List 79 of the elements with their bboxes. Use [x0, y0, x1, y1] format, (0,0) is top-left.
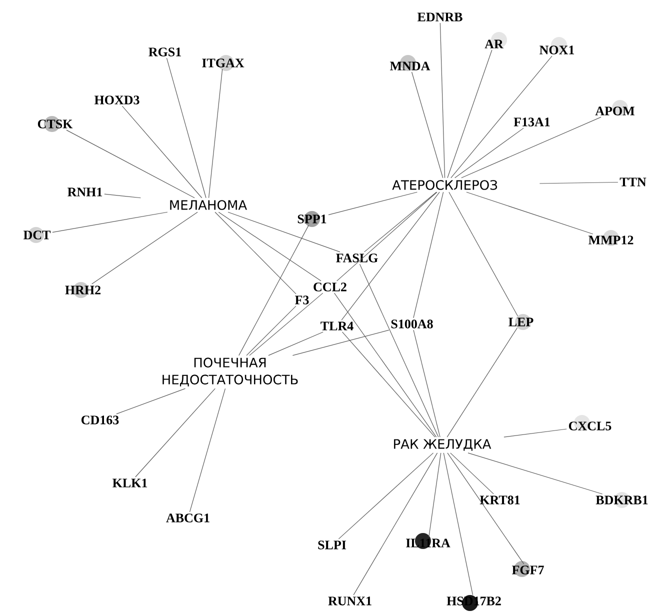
- gene-label: F3: [295, 296, 309, 304]
- connector-line: [135, 388, 216, 478]
- connector-line: [122, 106, 202, 198]
- gene-label: LEP: [508, 314, 534, 330]
- connector-line: [342, 332, 436, 438]
- disease-label: АТЕРОСКЛЕРОЗ: [392, 180, 498, 190]
- gene-label: EDNRB: [417, 12, 462, 22]
- gene-label: APOM: [595, 100, 634, 116]
- connector-line: [468, 452, 603, 494]
- connector-line: [249, 292, 324, 356]
- connector-line: [328, 192, 418, 216]
- gene-label: AR: [484, 32, 507, 48]
- gene-label: KLK1: [112, 478, 148, 488]
- gene-label: NOX1: [540, 37, 574, 54]
- gene-label: TLR4: [320, 322, 354, 330]
- connector-line: [228, 212, 340, 252]
- gene-label: ITGAX: [202, 55, 244, 71]
- connector-line: [338, 452, 434, 540]
- gene-label: CCL2: [314, 282, 346, 292]
- connector-line: [450, 56, 552, 178]
- connector-line: [208, 68, 223, 198]
- gene-label: CXCL5: [568, 415, 612, 431]
- connector-line: [447, 50, 492, 178]
- connector-line: [448, 192, 518, 316]
- gene-label: MNDA: [390, 55, 430, 71]
- connector-line: [454, 128, 524, 178]
- gene-label: CTSK: [38, 116, 73, 132]
- connector-line: [52, 212, 168, 233]
- connector-line: [504, 428, 567, 438]
- gene-label: MMP12: [588, 230, 634, 246]
- gene-label: CD163: [82, 416, 119, 424]
- connector-line: [66, 130, 195, 198]
- connector-line: [411, 72, 444, 178]
- connector-line: [218, 212, 322, 282]
- connector-line: [292, 330, 390, 356]
- connector-line: [92, 212, 198, 284]
- disease-label: МЕЛАНОМА: [170, 200, 247, 210]
- gene-label: RNH1: [68, 188, 102, 196]
- gene-label: ABCG1: [166, 514, 210, 522]
- connector-line: [116, 388, 186, 414]
- connector-line: [166, 58, 206, 198]
- gene-label: DCT: [24, 227, 51, 243]
- connector-line: [334, 292, 437, 438]
- connector-line: [466, 192, 594, 234]
- gene-label: RGS1: [148, 48, 181, 56]
- connector-line: [461, 116, 602, 178]
- connector-line: [450, 452, 494, 494]
- gene-label: HOXD3: [94, 96, 140, 104]
- connector-line: [413, 192, 444, 318]
- connector-line: [413, 330, 440, 438]
- connector-line: [539, 182, 618, 184]
- connector-line: [364, 192, 437, 252]
- disease-label: ПОЧЕЧНАЯ НЕДОСТАТОЧНОСТЬ: [162, 358, 298, 386]
- connector-line: [446, 328, 518, 438]
- gene-label: F13A1: [514, 118, 550, 126]
- connector-line: [268, 332, 324, 356]
- gene-label: FGF7: [512, 561, 544, 577]
- gene-label: BDKRB1: [596, 492, 648, 508]
- connector-line: [214, 212, 296, 294]
- gene-label: S100A8: [391, 320, 433, 328]
- connector-line: [238, 224, 310, 356]
- connector-line: [440, 22, 446, 178]
- connector-line: [246, 306, 296, 356]
- disease-label: РАК ЖЕЛУДКА: [394, 439, 492, 451]
- connector-line: [447, 452, 524, 564]
- connector-line: [353, 452, 438, 596]
- connector-line: [336, 192, 438, 282]
- connector-line: [428, 452, 442, 538]
- connector-line: [443, 452, 474, 596]
- gene-label: HRH2: [65, 282, 100, 298]
- gene-label: KRT81: [480, 496, 520, 504]
- connector-line: [341, 192, 440, 320]
- gene-label: TTN: [620, 178, 646, 186]
- gene-label: RUNX1: [328, 596, 372, 606]
- gene-label: FASLG: [336, 254, 378, 262]
- connector-line: [104, 194, 141, 198]
- connector-line: [189, 388, 226, 512]
- gene-label: SLPI: [318, 540, 346, 550]
- connector-line: [359, 264, 439, 438]
